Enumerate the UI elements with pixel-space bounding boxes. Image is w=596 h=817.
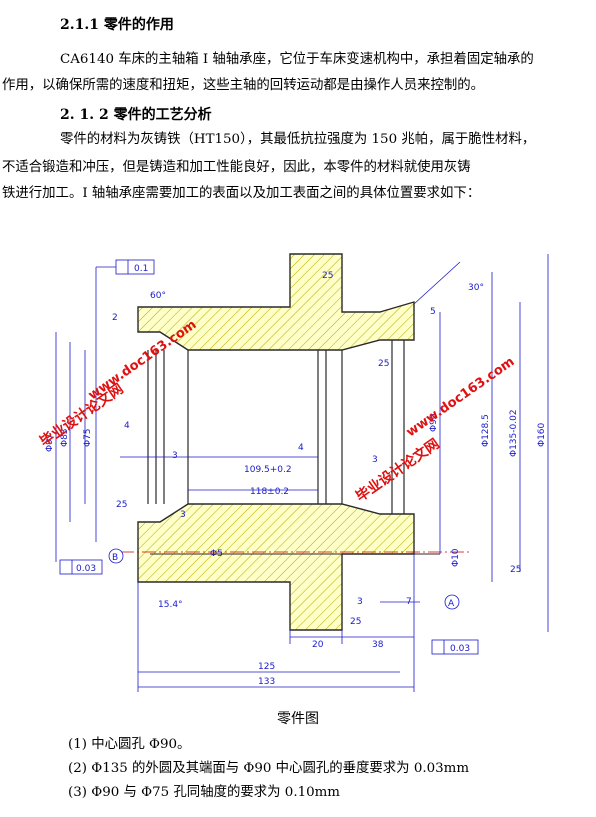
angle-60-label: 60°: [150, 291, 166, 301]
roughness-25-right: 25: [378, 359, 389, 369]
dia-135-label: Φ135-0.02: [509, 409, 519, 457]
dia-83-label: Φ83: [60, 428, 70, 447]
dia-90-label: Φ90: [429, 413, 439, 432]
tolerance-frame-bottom: 0.03: [431, 639, 479, 655]
svg-text:B: B: [112, 553, 118, 563]
chamfer-2-label: 2: [112, 313, 118, 323]
roughness-25-bottom: 25: [350, 617, 361, 627]
part-section-top: [137, 253, 415, 351]
dim-118-label: 118±0.2: [250, 487, 289, 497]
datum-marker-a: A: [444, 594, 460, 610]
dim-7-label: 7: [406, 597, 412, 607]
angle-15-label: 15.4°: [158, 600, 183, 610]
dim-4b: 4: [298, 443, 304, 453]
dim-3c: 3: [357, 597, 363, 607]
dim-20-label: 20: [312, 640, 324, 650]
paragraph-2-line-2: 不适合锻造和冲压，但是铸造和加工性能良好，因此，本零件的材料就使用灰铸: [2, 160, 471, 175]
figure-caption: 零件图: [277, 711, 319, 727]
tolerance-frame-left: 0.03: [59, 559, 103, 575]
watermark-cn-1: 毕业设计论文网: [37, 380, 127, 450]
paragraph-2-line-3: 铁进行加工。I 轴轴承座需要加工的表面以及加工表面之间的具体位置要求如下：: [2, 186, 481, 201]
section-heading-1: 2.1.1 零件的作用: [60, 17, 174, 33]
dia-97-label: Φ97: [45, 433, 55, 452]
dim-125-label: 125: [258, 662, 275, 672]
part-drawing: 0.1 0.03 0.03 B A 60° 30° 15.4° 2 5 Φ97 …: [37, 253, 549, 692]
svg-text:A: A: [448, 599, 455, 609]
dim-133-label: 133: [258, 677, 275, 687]
roughness-25-left: 25: [116, 500, 127, 510]
watermark-cn-2: 毕业设计论文网: [353, 435, 443, 505]
paragraph-2-line-1: 零件的材料为灰铸铁（HT150），其最低抗拉强度为 150 兆帕，属于脆性材料，: [60, 132, 536, 147]
tolerance-value-left: 0.03: [76, 564, 96, 574]
watermark-url-2: www.doc163.com: [404, 354, 518, 440]
paragraph-1-line-1: CA6140 车床的主轴箱 I 轴轴承座，它位于车床变速机构中，承担着固定轴承的: [60, 52, 534, 67]
paragraph-1-line-2: 作用，以确保所需的速度和扭矩，这些主轴的回转运动都是由操作人员来控制的。: [2, 78, 485, 93]
dim-109-label: 109.5+0.2: [244, 465, 292, 475]
dim-3d: 3: [180, 510, 186, 520]
dim-4a: 4: [124, 421, 130, 431]
tolerance-value-top: 0.1: [134, 264, 148, 274]
roughness-25-top: 25: [322, 271, 333, 281]
bore-inner: [147, 340, 405, 514]
tolerance-value-bottom: 0.03: [450, 644, 470, 654]
requirement-2: (2) Φ135 的外圆及其端面与 Φ90 中心圆孔的垂度要求为 0.03mm: [68, 761, 470, 776]
dia-75-label: Φ75: [83, 428, 93, 447]
dimension-texts: 60° 30° 15.4° 2 5 Φ97 Φ83 Φ75 Φ90 Φ128.5…: [45, 271, 547, 687]
dia-160-label: Φ160: [537, 422, 547, 447]
dia-128-label: Φ128.5: [481, 414, 491, 447]
dim-3b: 3: [372, 455, 378, 465]
section-heading-2: 2. 1. 2 零件的工艺分析: [60, 107, 212, 123]
dim-38-label: 38: [372, 640, 384, 650]
tolerance-frame-top: 0.1: [115, 259, 155, 275]
dia-5-label: Φ5: [210, 549, 223, 559]
centerline: [120, 551, 470, 555]
dia-10-label: Φ10: [451, 548, 461, 567]
datum-marker-b: B: [108, 548, 124, 564]
chamfer-5-label: 5: [430, 307, 436, 317]
part-section-bottom: [137, 503, 415, 631]
dim-3a: 3: [172, 451, 178, 461]
angle-30-label: 30°: [468, 283, 484, 293]
roughness-25-outer: 25: [510, 565, 521, 575]
requirement-1: (1) 中心圆孔 Φ90。: [68, 737, 191, 752]
requirement-3: (3) Φ90 与 Φ75 孔同轴度的要求为 0.10mm: [68, 785, 341, 800]
